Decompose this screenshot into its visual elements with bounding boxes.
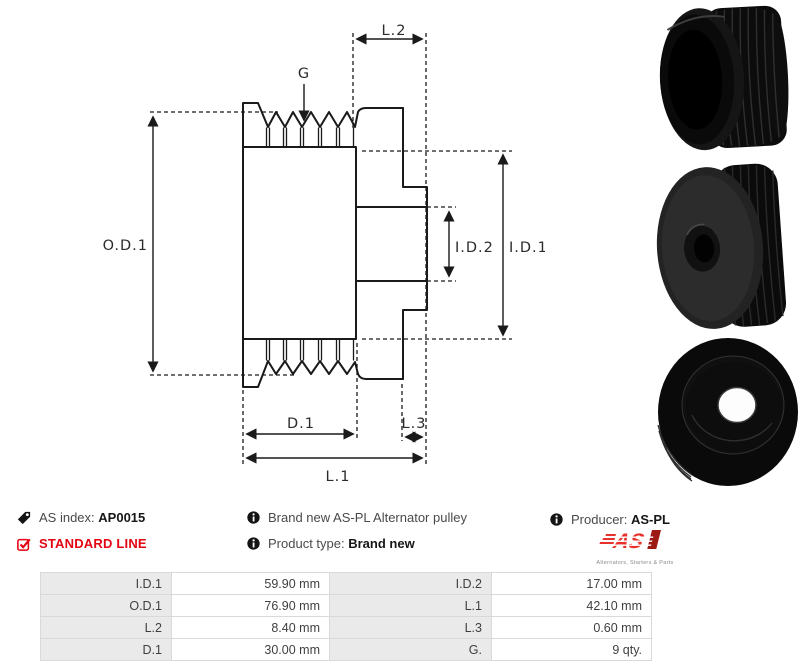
spec-value: 76.90 mm (171, 594, 330, 617)
table-row: O.D.1 76.90 mm L.1 42.10 mm (40, 594, 652, 617)
product-photo-angled[interactable] (650, 2, 800, 154)
pulley-body (242, 146, 357, 340)
spec-value: 30.00 mm (171, 638, 330, 661)
technical-drawing: L.2 G O.D.1 I.D.2 I.D.1 D.1 L.3 L.1 (103, 23, 545, 485)
info-icon (247, 511, 260, 524)
spec-value: 8.40 mm (171, 616, 330, 639)
spec-label: G. (329, 638, 492, 661)
spec-label: L.2 (40, 616, 172, 639)
dim-label-d1: D.1 (287, 416, 315, 432)
producer-label: Producer: (571, 512, 628, 527)
info-icon (247, 537, 260, 550)
product-description: Brand new AS-PL Alternator pulley (268, 510, 467, 525)
product-type-row: Product type: Brand new (247, 536, 415, 551)
extension-lines (150, 33, 512, 465)
as-pl-logo-icon: AS (599, 529, 662, 553)
table-row: D.1 30.00 mm G. 9 qty. (40, 638, 652, 661)
producer-value: AS-PL (631, 512, 670, 527)
description-row: Brand new AS-PL Alternator pulley (247, 510, 467, 525)
pulley-bottom-ribs (242, 338, 404, 388)
product-type-text: Product type: Brand new (268, 536, 415, 551)
product-photo-back[interactable] (652, 333, 800, 493)
info-icon (550, 513, 563, 526)
tag-icon (17, 511, 31, 525)
dim-label-id2: I.D.2 (455, 240, 494, 256)
spec-table: I.D.1 59.90 mm I.D.2 17.00 mm O.D.1 76.9… (40, 572, 652, 661)
groove-slots-bottom (265, 338, 355, 361)
logo-tagline: Alternators, Starters & Parts (596, 560, 674, 566)
dim-label-od1: O.D.1 (103, 238, 148, 254)
table-row: I.D.1 59.90 mm I.D.2 17.00 mm (40, 572, 652, 595)
spec-label: O.D.1 (40, 594, 172, 617)
spec-label: L.1 (329, 594, 492, 617)
standard-line-row: STANDARD LINE (17, 536, 147, 551)
spec-label: L.3 (329, 616, 492, 639)
checkbox-icon (17, 537, 31, 551)
standard-line-badge: STANDARD LINE (39, 536, 147, 551)
spec-label: D.1 (40, 638, 172, 661)
spec-label: I.D.1 (40, 572, 172, 595)
as-index-text: AS index: AP0015 (39, 510, 145, 525)
pulley-top-ribs (242, 102, 404, 148)
spec-value: 42.10 mm (491, 594, 652, 617)
spec-value: 59.90 mm (171, 572, 330, 595)
spec-value: 17.00 mm (491, 572, 652, 595)
brand-logo: AS Alternators, Starters & Parts (596, 526, 674, 566)
spec-label: I.D.2 (329, 572, 492, 595)
product-type-label: Product type: (268, 536, 345, 551)
as-index-label: AS index: (39, 510, 95, 525)
pulley-hub (402, 107, 428, 380)
dim-label-g: G (298, 66, 310, 82)
as-index-row: AS index: AP0015 (17, 510, 145, 525)
table-row: L.2 8.40 mm L.3 0.60 mm (40, 616, 652, 639)
groove-slots-top (265, 127, 355, 148)
producer-row: Producer: AS-PL (550, 512, 670, 527)
product-photo-front[interactable] (650, 162, 800, 332)
producer-text: Producer: AS-PL (571, 512, 670, 527)
pulley-outline (242, 102, 428, 388)
dimension-arrows (147, 33, 509, 464)
spec-value: 0.60 mm (491, 616, 652, 639)
product-type-value: Brand new (348, 536, 415, 551)
dim-label-id1: I.D.1 (509, 240, 545, 256)
dim-label-l2: L.2 (382, 23, 407, 39)
spec-value: 9 qty. (491, 638, 652, 661)
dim-label-l3: L.3 (402, 416, 427, 432)
as-index-value: AP0015 (98, 510, 146, 525)
pulley-bore-lines (355, 206, 428, 282)
dim-label-l1: L.1 (326, 469, 351, 485)
